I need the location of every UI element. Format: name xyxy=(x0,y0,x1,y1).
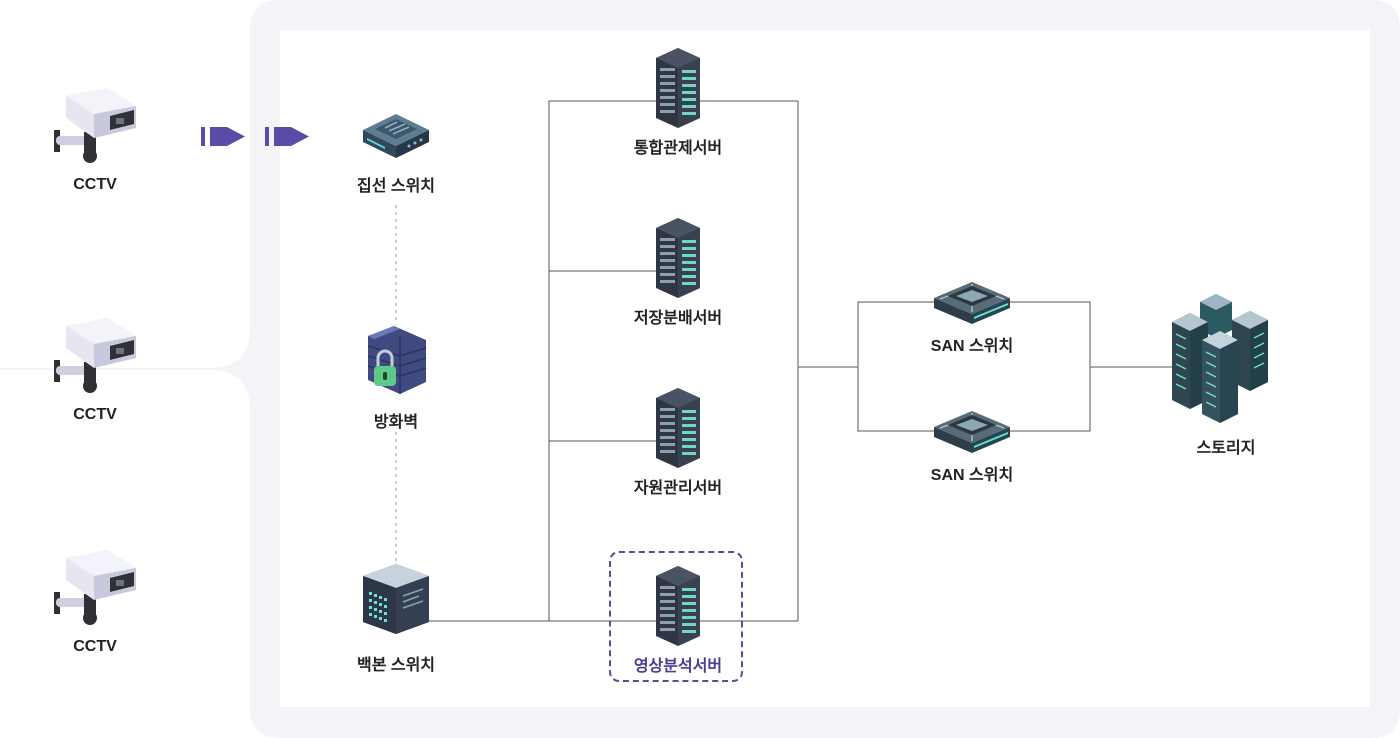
san-switch-icon xyxy=(934,410,1010,454)
cctv-icon xyxy=(54,318,136,393)
server-icon xyxy=(656,566,700,646)
server-label: 저장분배서버 xyxy=(633,310,723,327)
storage: 스토리지 xyxy=(1166,290,1286,458)
cctv-label: CCTV xyxy=(73,406,117,423)
cctv-label: CCTV xyxy=(73,638,117,655)
storage-label: 스토리지 xyxy=(1196,440,1256,457)
backbone-switch-label: 백본 스위치 xyxy=(356,657,436,674)
flow-arrow xyxy=(201,127,245,146)
server-label: 자원관리서버 xyxy=(633,480,723,497)
san-switch-label: SAN 스위치 xyxy=(930,338,1014,355)
highlight-frame xyxy=(609,551,743,682)
server-label: 통합관제서버 xyxy=(633,140,723,157)
server-integrated-control: 통합관제서버 xyxy=(618,48,738,158)
server-storage-distribution: 저장분배서버 xyxy=(618,218,738,328)
cctv-icon xyxy=(54,550,136,625)
backbone-switch: 백본 스위치 xyxy=(346,564,446,675)
storage-icon xyxy=(1172,294,1268,423)
server-video-analysis: 영상분석서버 xyxy=(618,566,738,676)
san-switch-2: SAN 스위치 xyxy=(920,401,1024,485)
server-resource-management: 자원관리서버 xyxy=(618,388,738,498)
cctv-camera-3: CCTV xyxy=(50,550,140,656)
cctv-camera-1: CCTV xyxy=(50,88,140,194)
san-switch-label: SAN 스위치 xyxy=(930,467,1014,484)
server-icon xyxy=(656,388,700,468)
san-switch-1: SAN 스위치 xyxy=(920,272,1024,356)
server-icon xyxy=(656,48,700,128)
cctv-label: CCTV xyxy=(73,176,117,193)
aggregation-switch: 집선 스위치 xyxy=(346,108,446,196)
server-label-highlighted: 영상분석서버 xyxy=(633,658,723,675)
flow-arrow xyxy=(265,127,309,146)
san-switch-icon xyxy=(934,281,1010,325)
switch-icon xyxy=(363,114,429,158)
server-icon xyxy=(656,218,700,298)
backbone-switch-icon xyxy=(363,564,429,634)
connection-lines xyxy=(427,100,1172,622)
cctv-icon xyxy=(54,88,136,163)
aggregation-switch-label: 집선 스위치 xyxy=(356,178,436,195)
firewall-label: 방화벽 xyxy=(373,414,419,431)
firewall-icon xyxy=(367,326,427,394)
cctv-camera-2: CCTV xyxy=(50,318,140,424)
firewall: 방화벽 xyxy=(346,326,446,432)
